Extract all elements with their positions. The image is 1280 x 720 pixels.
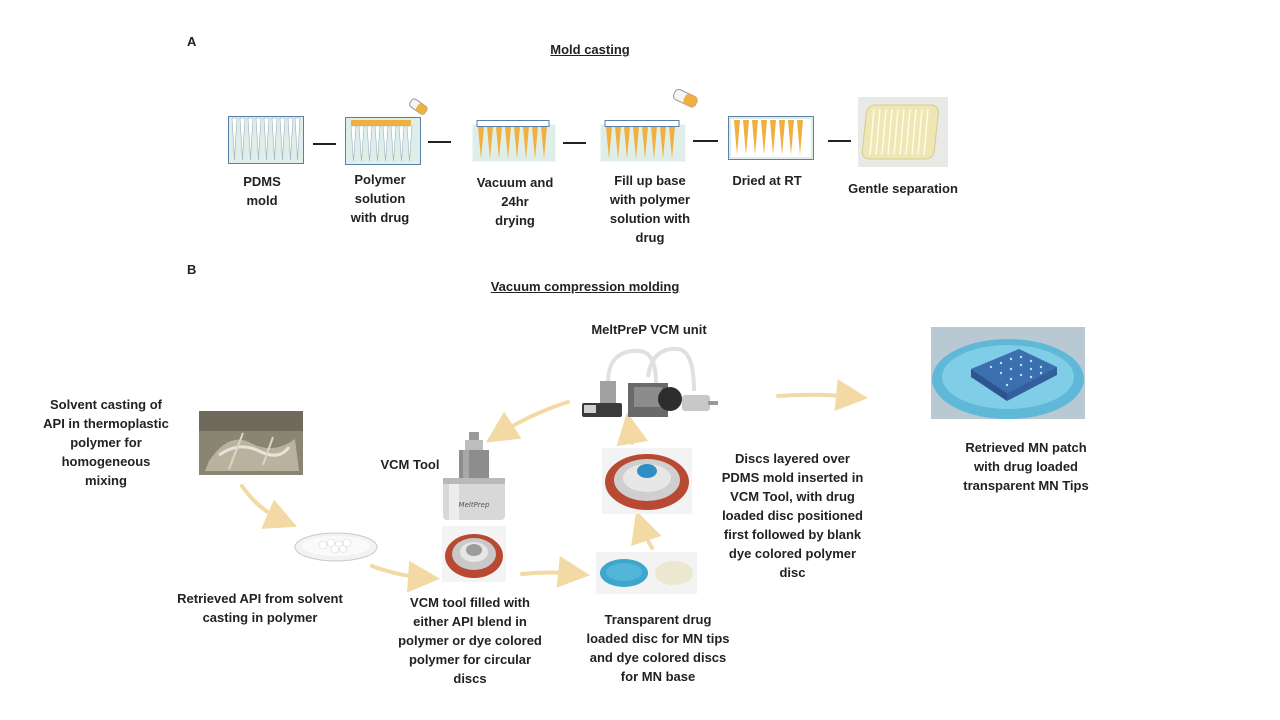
polymer-solution-illustration <box>345 117 421 165</box>
label-meltprep: MeltPreP VCM unit <box>591 322 707 337</box>
step-label-pdms-mold: PDMS mold <box>243 174 281 208</box>
mn-patch-photo <box>931 327 1085 419</box>
panel-a-title: Mold casting <box>550 42 630 57</box>
step-connector <box>693 140 718 142</box>
step-connector <box>313 143 336 145</box>
vcm-filled-photo <box>442 526 506 582</box>
panel-b-title: Vacuum compression molding <box>490 279 680 294</box>
arrow-unit-to-patch <box>776 379 868 411</box>
label-retrieved-patch: Retrieved MN patch with drug loaded tran… <box>963 440 1089 493</box>
tube-icon <box>409 98 428 115</box>
panel-b-letter: B <box>187 262 197 277</box>
meltprep-unit-photo <box>582 346 718 417</box>
arrow-unit-to-vcmtool <box>485 400 570 443</box>
api-dish-photo <box>294 532 378 562</box>
step-label-dried: Dried at RT <box>732 173 802 188</box>
solvent-casting-photo <box>199 411 303 475</box>
discs-photo <box>596 552 697 594</box>
panel-a-letter: A <box>187 34 197 49</box>
arrow-tool-to-discs <box>520 555 590 588</box>
vacuum-drying-illustration <box>472 120 556 162</box>
label-layered: Discs layered over PDMS mold inserted in… <box>721 451 864 580</box>
arrow-api-to-tool <box>370 560 440 593</box>
label-vcm-filled: VCM tool filled with either API blend in… <box>398 595 542 686</box>
label-solvent-casting: Solvent casting of API in thermoplastic … <box>43 397 169 488</box>
step-label-polymer-solution: Polymer solution with drug <box>350 172 410 225</box>
layered-discs-photo <box>602 448 692 514</box>
step-label-fill-base: Fill up base with polymer solution with … <box>609 173 691 245</box>
pdms-mold-illustration <box>228 116 304 164</box>
step-connector <box>828 140 851 142</box>
separated-patch-photo <box>858 97 948 167</box>
step-label-separation: Gentle separation <box>848 181 958 196</box>
arrow-layered-to-unit <box>616 412 649 447</box>
fill-base-illustration <box>600 120 686 162</box>
step-label-vacuum: Vacuum and 24hr drying <box>476 175 554 228</box>
arrow-discs-to-layered <box>631 510 662 550</box>
arrow-casting-to-api <box>240 484 298 529</box>
dried-illustration <box>728 116 814 160</box>
label-retrieved-api: Retrieved API from solvent casting in po… <box>177 591 343 625</box>
label-vcm-tool: VCM Tool <box>380 457 440 472</box>
vcm-brand-text: MeltPrep <box>459 501 490 509</box>
tube-icon <box>672 88 698 108</box>
vcm-tool-photo: MeltPrep <box>443 432 505 520</box>
step-connector <box>563 142 586 144</box>
step-connector <box>428 141 451 143</box>
label-discs: Transparent drug loaded disc for MN tips… <box>586 612 730 684</box>
